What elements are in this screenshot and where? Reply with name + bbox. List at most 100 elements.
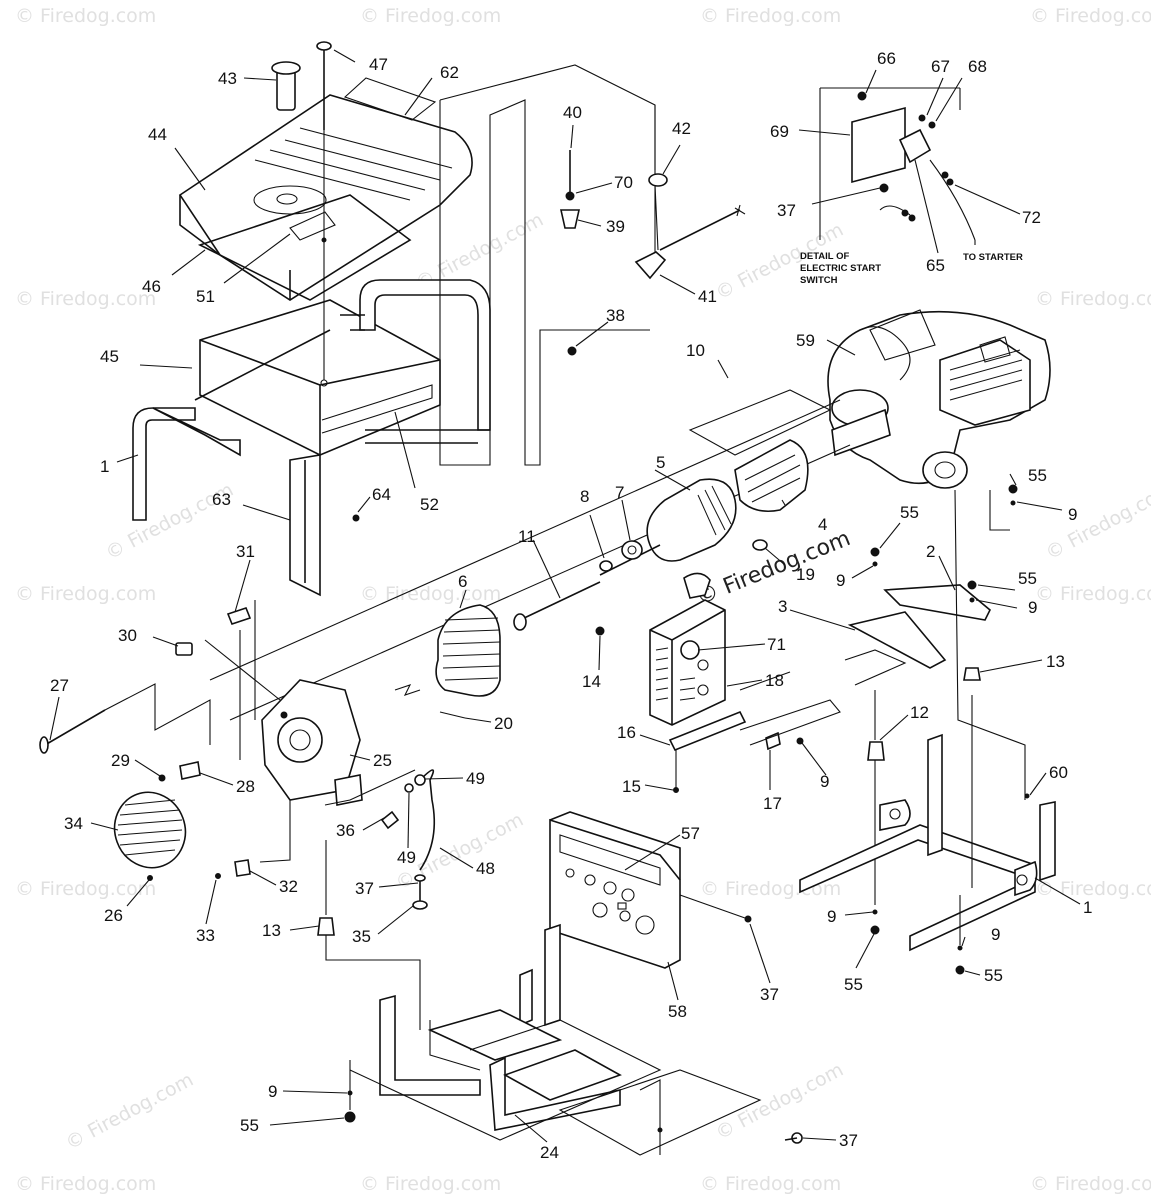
callout-55-e: 55 <box>984 966 1003 985</box>
callout-72: 72 <box>1022 208 1041 227</box>
ground-wire-assembly <box>324 769 436 910</box>
callout-62: 62 <box>440 63 459 82</box>
callout-57: 57 <box>681 824 700 843</box>
callout-58: 58 <box>668 1002 687 1021</box>
watermark: © Firedog.com <box>712 1059 847 1145</box>
callout-29: 29 <box>111 751 130 770</box>
callout-46: 46 <box>142 277 161 296</box>
rotor <box>599 439 809 576</box>
callout-37-detail: 37 <box>777 201 796 220</box>
callout-68: 68 <box>968 57 987 76</box>
callout-34: 34 <box>64 814 83 833</box>
watermark: © Firedog.com <box>1035 878 1151 900</box>
detail-caption-line1: DETAIL OF <box>800 251 849 262</box>
callout-6: 6 <box>458 572 467 591</box>
callout-20: 20 <box>494 714 513 733</box>
end-cover <box>113 791 187 869</box>
watermark: © Firedog.com <box>360 5 501 27</box>
callout-8: 8 <box>580 487 589 506</box>
watermark-layer: © Firedog.com © Firedog.com © Firedog.co… <box>15 5 1151 1195</box>
detail-caption-line2: ELECTRIC START <box>800 263 881 274</box>
callout-49-a: 49 <box>466 769 485 788</box>
small-parts-left <box>39 600 291 881</box>
callout-37-bottom: 37 <box>839 1131 858 1150</box>
callout-26: 26 <box>104 906 123 925</box>
callout-48: 48 <box>476 859 495 878</box>
watermark: © Firedog.com <box>360 1173 501 1195</box>
callout-28: 28 <box>236 777 255 796</box>
watermark: © Firedog.com <box>1030 1173 1151 1195</box>
callout-30: 30 <box>118 626 137 645</box>
callout-40: 40 <box>563 103 582 122</box>
engine <box>827 309 1051 489</box>
tank-tray-and-frame <box>132 130 491 597</box>
callout-9-f: 9 <box>991 925 1000 944</box>
routing-lines <box>439 64 961 466</box>
callout-13-a: 13 <box>1046 652 1065 671</box>
callout-13-b: 13 <box>262 921 281 940</box>
fuel-shutoff-41-42 <box>567 173 746 356</box>
hardware-40-70-39 <box>560 150 580 229</box>
callout-51: 51 <box>196 287 215 306</box>
callout-9-c: 9 <box>1028 598 1037 617</box>
mounting-rails <box>844 484 1030 800</box>
callout-36: 36 <box>336 821 355 840</box>
callout-45: 45 <box>100 347 119 366</box>
callout-59: 59 <box>796 331 815 350</box>
callout-60: 60 <box>1049 763 1068 782</box>
callout-69: 69 <box>770 122 789 141</box>
callout-9-d: 9 <box>820 772 829 791</box>
leader-lines <box>49 49 1081 1143</box>
callout-33: 33 <box>196 926 215 945</box>
callout-25: 25 <box>373 751 392 770</box>
callout-41: 41 <box>698 287 717 306</box>
through-bolt <box>513 581 601 631</box>
callout-24: 24 <box>540 1143 559 1162</box>
callout-numbers: 43 47 62 44 46 51 45 1 52 63 64 40 70 39… <box>50 49 1092 1162</box>
callout-55-d: 55 <box>844 975 863 994</box>
callout-44: 44 <box>148 125 167 144</box>
watermark: © Firedog.com <box>1030 5 1151 27</box>
callout-3: 3 <box>778 597 787 616</box>
callout-17: 17 <box>763 794 782 813</box>
watermark: © Firedog.com <box>1035 583 1151 605</box>
control-box <box>595 572 841 793</box>
callout-71: 71 <box>767 635 786 654</box>
callout-16: 16 <box>617 723 636 742</box>
callout-1-bottom: 1 <box>1083 898 1092 917</box>
cradle-frame-bottom <box>344 994 803 1156</box>
callout-35: 35 <box>352 927 371 946</box>
bearing-and-washer <box>599 539 768 572</box>
stator <box>394 604 501 719</box>
callout-14: 14 <box>582 672 601 691</box>
callout-2: 2 <box>926 542 935 561</box>
callout-55-b: 55 <box>1028 466 1047 485</box>
fuel-tank-assembly <box>178 41 473 301</box>
callout-47: 47 <box>369 55 388 74</box>
callout-64: 64 <box>372 485 391 504</box>
callout-10: 10 <box>686 341 705 360</box>
front-panel <box>519 811 752 1027</box>
callout-15: 15 <box>622 777 641 796</box>
watermark: © Firedog.com <box>15 5 156 27</box>
watermark: © Firedog.com <box>62 1069 197 1155</box>
callout-11: 11 <box>518 527 536 546</box>
callout-9-g: 9 <box>268 1082 277 1101</box>
callout-55-a: 55 <box>900 503 919 522</box>
callout-12: 12 <box>910 703 929 722</box>
callout-67: 67 <box>931 57 950 76</box>
callout-32: 32 <box>279 877 298 896</box>
callout-27: 27 <box>50 676 69 695</box>
callout-49-b: 49 <box>397 848 416 867</box>
watermark: © Firedog.com <box>700 1173 841 1195</box>
callout-55-f: 55 <box>240 1116 259 1135</box>
callout-18: 18 <box>765 671 784 690</box>
callout-9-e: 9 <box>827 907 836 926</box>
end-bell <box>261 679 363 806</box>
callout-4: 4 <box>818 515 827 534</box>
callout-31: 31 <box>236 542 255 561</box>
watermark: © Firedog.com <box>360 583 501 605</box>
callout-9-a: 9 <box>836 571 845 590</box>
watermark: © Firedog.com <box>15 878 156 900</box>
